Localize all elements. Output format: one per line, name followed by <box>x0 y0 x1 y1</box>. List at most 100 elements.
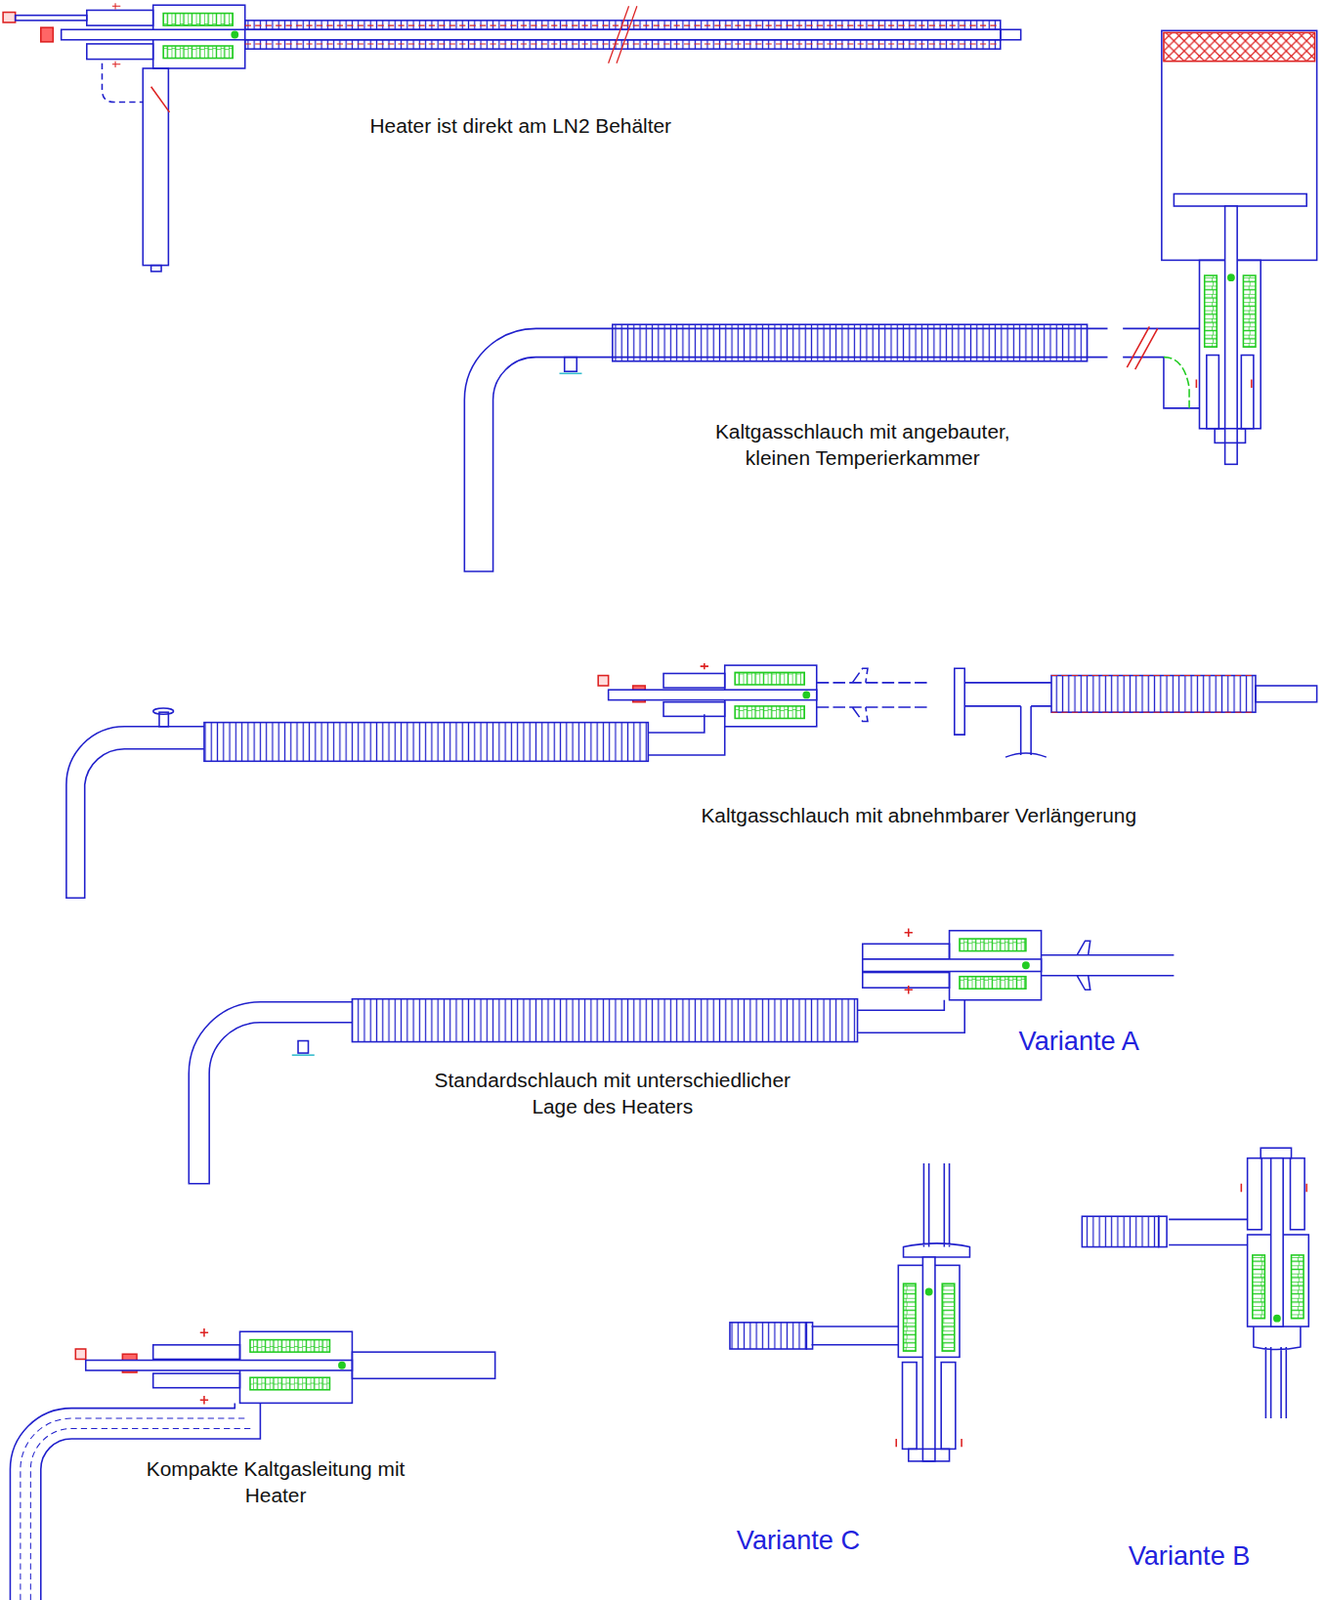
variant-c-part <box>902 1363 918 1451</box>
hose-with-chamber-part <box>1228 274 1235 281</box>
standard-hose-variant-a-part <box>857 1000 966 1033</box>
hose-with-chamber-part <box>612 324 1088 362</box>
variant-label: Variante C <box>695 1523 900 1558</box>
standard-hose-variant-a-part <box>292 1054 315 1057</box>
compact-line-part <box>250 1377 330 1391</box>
heater-at-vessel-part <box>1000 29 1022 40</box>
variant-b-part <box>1081 1216 1158 1247</box>
compact-line-part <box>85 1361 353 1371</box>
variant-b-part <box>1260 1148 1291 1158</box>
compact-line <box>9 1328 495 1600</box>
hose-with-chamber-part <box>1204 275 1218 347</box>
compact-line-part <box>351 1352 495 1379</box>
standard-hose-variant-a-part <box>959 939 1026 952</box>
compact-line-part <box>153 1345 241 1361</box>
hose-with-chamber-part <box>1206 355 1220 429</box>
hose-with-extension-part <box>954 668 1052 735</box>
variant-b-part <box>1252 1255 1266 1320</box>
standard-hose-variant-a-part <box>351 999 857 1043</box>
variant-c-part <box>940 1363 956 1451</box>
hose-with-chamber-part <box>564 357 578 373</box>
hose-with-chamber-part <box>1122 328 1199 408</box>
hose-with-extension-part <box>663 702 726 718</box>
hose-with-chamber-part <box>558 373 582 376</box>
hose-with-extension-part <box>1255 685 1318 703</box>
caption-label: Kompakte Kaltgasleitung mit Heater <box>141 1455 410 1509</box>
heater-at-vessel-part <box>245 29 1001 40</box>
compact-line-part <box>200 1328 209 1405</box>
hose-with-extension-part <box>1051 676 1256 714</box>
standard-hose-variant-a-part <box>862 943 950 960</box>
heater-at-vessel-part <box>86 43 154 60</box>
heater-at-vessel <box>2 2 1022 272</box>
heater-at-vessel-part <box>163 45 233 59</box>
heater-at-vessel-part <box>142 68 169 266</box>
hose-with-chamber-part <box>1214 428 1245 444</box>
hose-with-extension <box>66 663 1318 898</box>
hose-with-extension-part <box>66 726 205 899</box>
standard-hose-variant-a-part <box>862 973 950 989</box>
standard-hose-variant-a-part <box>188 1002 352 1185</box>
heater-at-vessel-part <box>101 63 143 103</box>
compact-line-part <box>20 1418 254 1600</box>
compact-line-part <box>339 1363 345 1369</box>
hose-with-extension-part <box>153 708 174 715</box>
standard-hose-variant-a-part <box>1023 962 1029 969</box>
heater-at-vessel-part <box>245 25 1001 44</box>
compact-line-part <box>75 1349 86 1360</box>
hose-with-extension-part <box>204 723 648 763</box>
variant-c-part <box>812 1326 899 1346</box>
hose-with-chamber-part <box>1161 30 1318 260</box>
heater-at-vessel-part <box>112 2 121 68</box>
heater-at-vessel-part <box>151 86 171 113</box>
hose-with-chamber-part <box>1242 275 1256 347</box>
variant-c-part <box>729 1323 807 1350</box>
standard-hose-variant-a-part <box>904 929 913 995</box>
caption-label: Kaltgasschlauch mit angebauter, kleinen … <box>693 418 1031 471</box>
hose-with-extension-part <box>598 676 608 686</box>
variant-b-part <box>1158 1216 1167 1247</box>
variant-b-part <box>1253 1326 1301 1419</box>
variant-c <box>729 1163 971 1462</box>
variant-b-part <box>1247 1158 1263 1231</box>
hose-with-chamber-part <box>1196 380 1251 388</box>
heater-at-vessel-part <box>151 265 162 272</box>
hose-with-extension-part <box>608 689 817 700</box>
caption-label: Kaltgasschlauch mit abnehmbarer Verlänge… <box>612 802 1226 829</box>
compact-line-part <box>153 1373 241 1389</box>
variant-c-part <box>903 1283 917 1352</box>
heater-at-vessel-part <box>163 13 233 27</box>
hose-with-extension-part <box>647 714 725 756</box>
standard-hose-variant-a-part <box>298 1041 308 1055</box>
hose-with-chamber-part <box>1225 206 1239 465</box>
standard-hose-variant-a <box>188 929 1174 1185</box>
variant-b-part <box>1168 1219 1247 1245</box>
variant-b-part <box>1271 1158 1284 1327</box>
variant-c-part <box>903 1163 971 1258</box>
heater-at-vessel-part <box>61 29 1001 40</box>
variant-c-part <box>926 1288 933 1295</box>
hose-with-chamber <box>464 30 1317 572</box>
heater-at-vessel-part <box>41 27 54 43</box>
heater-at-vessel-part <box>608 5 638 64</box>
hose-with-chamber-part <box>1240 355 1254 429</box>
hose-with-extension-part <box>700 663 709 670</box>
hose-with-chamber-part <box>1163 32 1316 61</box>
standard-hose-variant-a-part <box>959 977 1026 990</box>
variant-b-part <box>1291 1255 1305 1320</box>
caption-label: Standardschlauch mit unterschiedlicher L… <box>422 1067 803 1120</box>
hose-with-extension-part <box>734 672 805 685</box>
variant-b-part <box>1274 1316 1281 1323</box>
hose-with-extension-part <box>663 673 726 688</box>
hose-with-chamber-part <box>1173 193 1307 207</box>
variant-c-part <box>896 1439 962 1448</box>
hose-with-extension-part <box>734 706 805 720</box>
variant-b-part <box>1289 1158 1305 1231</box>
variant-label: Variante B <box>1087 1538 1292 1574</box>
heater-at-vessel-part <box>231 31 238 38</box>
variant-b-part <box>1240 1184 1307 1193</box>
variant-c-part <box>806 1323 813 1350</box>
